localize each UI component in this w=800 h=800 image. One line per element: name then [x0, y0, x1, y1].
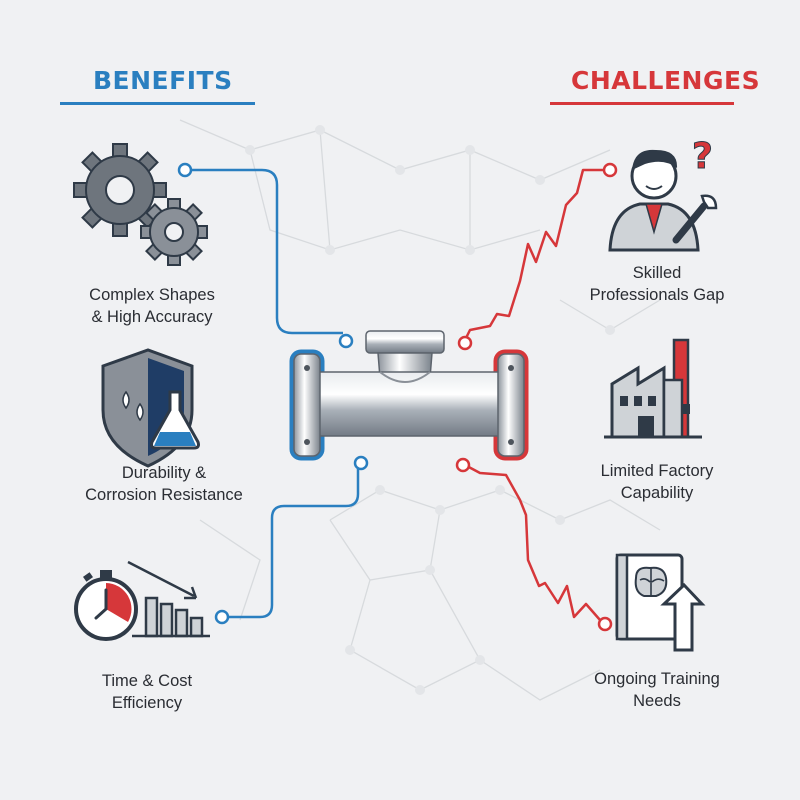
- connector-node: [597, 616, 613, 632]
- connector-time-cost: [227, 466, 360, 619]
- background-nodes: [245, 125, 615, 695]
- challenge-skilled-professionals-label: Skilled Professionals Gap: [547, 262, 767, 306]
- gears-icon: [73, 143, 208, 266]
- benefit-complex-shapes-label: Complex Shapes & High Accuracy: [42, 284, 262, 328]
- label-line: Durability &: [121, 464, 207, 482]
- label-line: Limited Factory: [600, 462, 714, 480]
- connector-skilled-professionals: [463, 168, 605, 341]
- connector-node: [177, 162, 193, 178]
- label-line: Ongoing Training: [594, 670, 720, 688]
- factory-icon: [604, 338, 702, 439]
- shield-flask-icon: [101, 348, 200, 468]
- label-line: & High Accuracy: [91, 308, 213, 326]
- connector-node: [457, 335, 473, 351]
- connector-node: [455, 457, 471, 473]
- label-line: Skilled: [632, 264, 682, 282]
- tee-pipe-fitting-icon: [289, 330, 529, 461]
- brain-book-icon: [615, 553, 706, 652]
- challenge-training-label: Ongoing Training Needs: [547, 668, 767, 712]
- connector-node: [338, 333, 354, 349]
- label-line: Capability: [620, 484, 694, 502]
- stopwatch-chart-icon: [74, 560, 210, 641]
- connector-node: [214, 609, 230, 625]
- connector-node: [353, 455, 369, 471]
- benefits-underline: [60, 102, 255, 105]
- label-line: Professionals Gap: [589, 286, 725, 304]
- benefits-heading: BENEFITS: [93, 66, 233, 95]
- label-line: Corrosion Resistance: [85, 486, 243, 504]
- label-line: Needs: [633, 692, 681, 710]
- challenges-underline: [550, 102, 734, 105]
- benefit-durability-label: Durability & Corrosion Resistance: [54, 462, 274, 506]
- worker-question-icon: ?: [608, 136, 718, 252]
- label-line: Complex Shapes: [89, 286, 215, 304]
- connector-node: [602, 162, 618, 178]
- label-line: Efficiency: [111, 694, 183, 712]
- challenges-heading: CHALLENGES: [571, 66, 761, 95]
- connector-training-needs: [464, 463, 605, 625]
- svg-text:?: ?: [692, 136, 713, 177]
- label-line: Time & Cost: [101, 672, 193, 690]
- benefit-time-cost-label: Time & Cost Efficiency: [37, 670, 257, 714]
- challenge-factory-label: Limited Factory Capability: [547, 460, 767, 504]
- connector-complex-shapes: [190, 168, 343, 335]
